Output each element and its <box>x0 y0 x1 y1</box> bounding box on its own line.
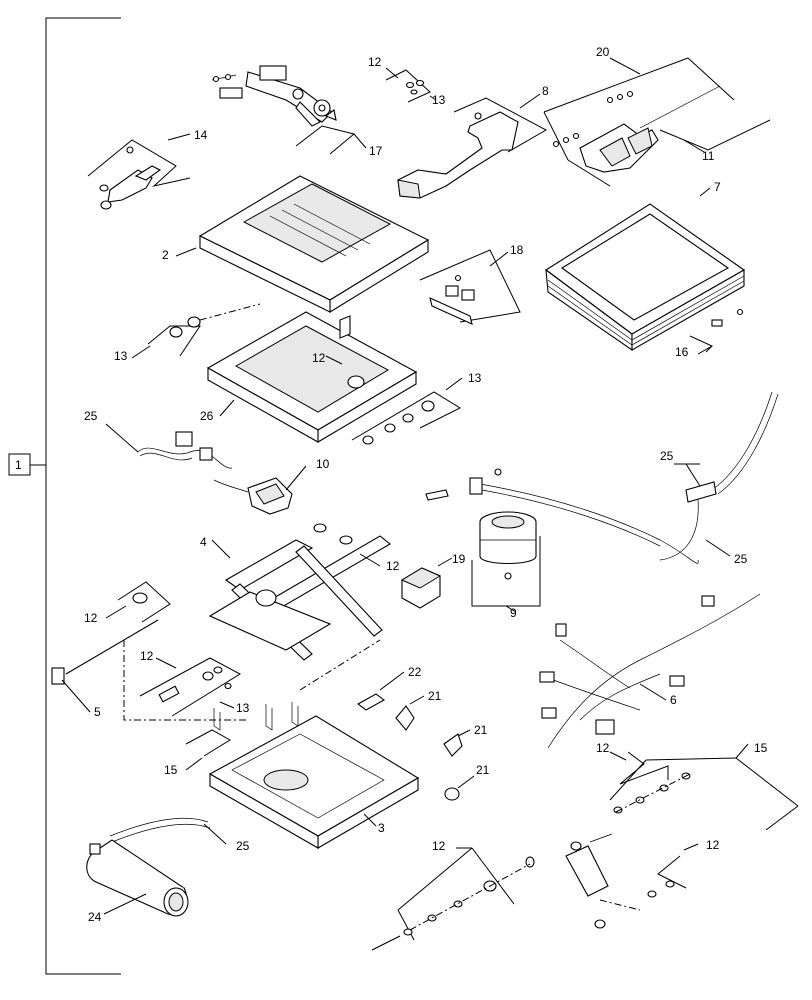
label-12-center: 12 <box>140 649 154 663</box>
label-15-left: 15 <box>164 763 178 777</box>
label-1: 1 <box>15 458 22 472</box>
label-11: 11 <box>702 149 715 163</box>
label-21-b: 21 <box>474 723 488 737</box>
label-21-a: 21 <box>428 689 442 703</box>
part-13-bushings-right: 13 <box>351 371 482 445</box>
label-4: 4 <box>200 535 207 549</box>
label-25-left: 25 <box>84 409 98 423</box>
assembly-bracket: 1 <box>8 17 121 975</box>
part-12-bolt-kit: 12 <box>371 839 535 951</box>
label-24: 24 <box>88 910 102 924</box>
part-18-switch-kit: 18 <box>419 243 524 325</box>
part-15-damper-right: 15 12 <box>596 741 799 831</box>
label-12-bolt: 12 <box>432 839 446 853</box>
part-3-base-plate: 3 <box>208 715 420 849</box>
label-12-right: 12 <box>596 741 610 755</box>
part-7-bellows: 7 <box>545 180 746 352</box>
label-2: 2 <box>162 248 169 262</box>
label-5: 5 <box>94 705 101 719</box>
label-12-left: 12 <box>84 611 98 625</box>
part-25-right-tube: 25 25 <box>659 391 779 566</box>
part-15-damper-left: 15 <box>164 702 299 777</box>
label-12-frame: 12 <box>312 351 326 365</box>
label-17: 17 <box>369 144 383 158</box>
part-14-latch: 14 <box>87 128 208 210</box>
part-26-lower-frame: 26 12 <box>200 311 418 443</box>
label-18: 18 <box>510 243 524 257</box>
part-5-shaft: 5 <box>51 619 159 719</box>
label-3: 3 <box>378 821 385 835</box>
label-12-top: 12 <box>368 55 382 69</box>
label-19: 19 <box>452 552 466 566</box>
part-12-bushing-left: 12 <box>84 581 171 625</box>
part-19-block: 19 <box>400 552 466 609</box>
part-24-compressor: 24 <box>86 839 189 924</box>
label-25-lower: 25 <box>236 839 250 853</box>
part-damper-lower: 12 <box>565 833 720 929</box>
label-25-right: 25 <box>660 449 674 463</box>
label-22: 22 <box>408 665 422 679</box>
label-13-top: 13 <box>432 93 446 107</box>
part-22-grommet: 22 <box>356 665 422 711</box>
label-14: 14 <box>194 128 208 142</box>
label-13-center: 13 <box>236 701 250 715</box>
part-4-scissor: 4 12 <box>200 523 400 661</box>
label-20: 20 <box>596 45 610 59</box>
label-13-left: 13 <box>114 349 128 363</box>
part-8-bracket: 8 <box>397 84 549 199</box>
part-2-upper-frame: 2 <box>162 175 430 313</box>
part-13-bushings-left: 13 <box>114 303 261 363</box>
part-20-handle-kit: 20 11 <box>543 45 771 187</box>
part-10-valve: 10 <box>213 457 330 515</box>
part-9-air-spring: 9 <box>471 511 541 620</box>
label-7: 7 <box>714 180 721 194</box>
part-12-13-nuts-top: 12 13 <box>368 55 446 107</box>
part-25-valve-harness: 25 <box>84 409 233 469</box>
label-9: 9 <box>510 606 517 620</box>
label-21-c: 21 <box>476 763 490 777</box>
label-12-scissor: 12 <box>386 559 400 573</box>
label-25-right-lower: 25 <box>734 552 748 566</box>
part-25-lower-tube: 25 <box>109 817 250 853</box>
callout-17: 17 <box>295 125 383 158</box>
label-6: 6 <box>670 693 677 707</box>
part-6-harness: 6 <box>539 593 761 749</box>
part-21-knobs: 21 21 21 <box>395 689 490 801</box>
label-26: 26 <box>200 409 214 423</box>
label-12-lower-right: 12 <box>706 838 720 852</box>
part-12-13-center: 12 13 <box>123 639 381 721</box>
label-10: 10 <box>316 457 330 471</box>
part-16-clip: 16 <box>675 308 744 359</box>
label-8: 8 <box>542 84 549 98</box>
label-13-right: 13 <box>468 371 482 385</box>
label-15-right: 15 <box>754 741 768 755</box>
label-16: 16 <box>675 345 689 359</box>
part-25-center-tube <box>425 468 699 564</box>
part-17-slide <box>211 65 337 127</box>
